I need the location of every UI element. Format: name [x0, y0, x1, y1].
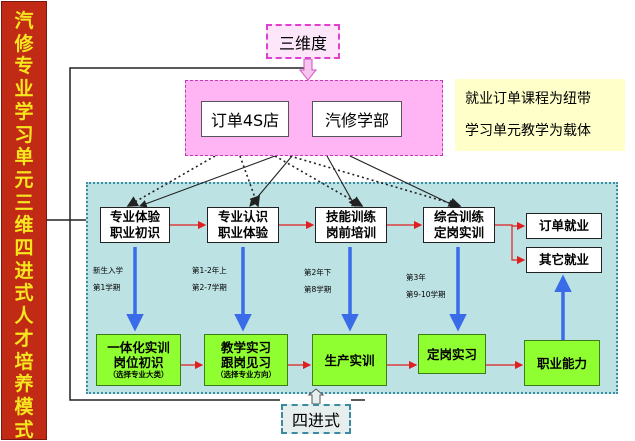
- bottom-1-line2: 岗位初识: [113, 355, 164, 370]
- bottom-3-line1: 生产实训: [324, 352, 375, 368]
- dotted-connectors: [126, 155, 462, 209]
- order-4s-label: 订单4S店: [210, 111, 280, 130]
- stage-3-line1: 技能训练: [325, 209, 376, 224]
- stage-2-line1: 专业认识: [217, 209, 268, 224]
- time-note-2: 第1-2年上 第2-7学期: [192, 266, 227, 292]
- stage-1-line1: 专业体验: [109, 209, 160, 224]
- bottom-1-line1: 一体化实训: [107, 340, 170, 355]
- bottom-2-line2: 跟岗见习: [220, 355, 271, 370]
- stage-arrows: [170, 220, 526, 265]
- outer-bracket-line: [69, 67, 309, 401]
- left-banner: 汽修专 业学习 单元三 维四进 式人才 培养模 式: [1, 1, 47, 441]
- sijin-label: 四进式: [291, 411, 340, 430]
- order-job-label: 订单就业: [538, 218, 589, 233]
- blue-arrows: [126, 247, 572, 340]
- bottom-5-line1: 职业能力: [536, 355, 587, 371]
- other-job-box: 其它就业: [526, 247, 602, 273]
- note-box: 就业订单课程为纽带 学习单元教学为载体: [455, 79, 625, 151]
- note-line-2: 学习单元教学为载体: [465, 123, 591, 139]
- stage-3-line2: 岗前培训: [325, 225, 376, 240]
- bottom-box-4: 定岗实习: [418, 334, 486, 374]
- bottom-2-sub: （选择专业方向）: [216, 370, 276, 379]
- sanwei-box: 三维度: [266, 24, 340, 59]
- bottom-box-2: 教学实习 跟岗见习 （选择专业方向）: [204, 334, 288, 386]
- sijin-arrow: [307, 388, 325, 405]
- note-line-1: 就业订单课程为纽带: [465, 91, 591, 107]
- order-4s-box: 订单4S店: [201, 101, 289, 137]
- time-note-4: 第3年 第9-10学期: [406, 273, 446, 299]
- bottom-box-3: 生产实训: [312, 334, 387, 386]
- time-note-3: 第2年下 第8学期: [304, 268, 332, 294]
- stage-4-line2: 定岗实训: [433, 225, 484, 240]
- auto-repair-school-label: 汽修学部: [324, 111, 389, 130]
- time-note-1: 新生入学 第1学期: [93, 266, 123, 292]
- bottom-box-5: 职业能力: [524, 340, 600, 386]
- bottom-4-line1: 定岗实习: [426, 346, 477, 362]
- sanwei-label: 三维度: [278, 33, 327, 53]
- stage-box-1: 专业体验 职业初识: [100, 207, 170, 243]
- stage-4-line1: 综合训练: [433, 209, 484, 224]
- bottom-1-sub: （选择专业大类）: [108, 370, 169, 379]
- solid-connectors: [138, 155, 456, 208]
- sijin-box: 四进式: [281, 404, 351, 434]
- bottom-2-line1: 教学实习: [220, 340, 271, 355]
- stage-box-3: 技能训练 岗前培训: [315, 207, 387, 243]
- stage-2-line2: 职业体验: [217, 225, 268, 240]
- sanwei-arrow: [298, 58, 318, 81]
- bottom-box-1: 一体化实训 岗位初识 （选择专业大类）: [96, 334, 181, 386]
- stage-box-2: 专业认识 职业体验: [207, 207, 279, 243]
- stage-1-line2: 职业初识: [109, 225, 160, 240]
- other-job-label: 其它就业: [538, 252, 589, 267]
- auto-repair-school-box: 汽修学部: [312, 101, 402, 137]
- stage-box-4: 综合训练 定岗实训: [423, 207, 495, 243]
- order-job-box: 订单就业: [526, 213, 602, 239]
